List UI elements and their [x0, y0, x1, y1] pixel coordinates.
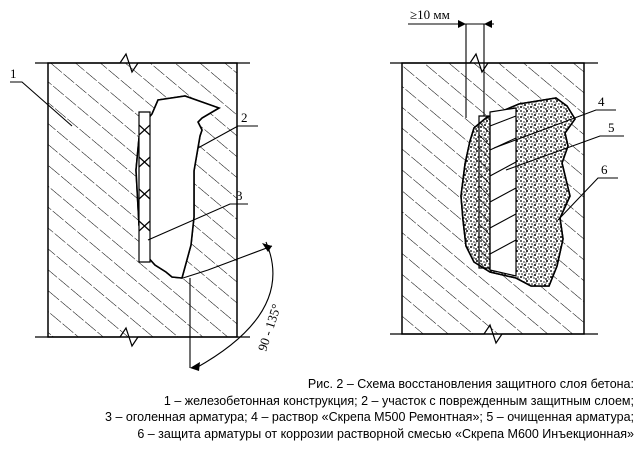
label-6: 6 [601, 162, 608, 177]
dimension-arrow-right [484, 20, 492, 28]
caption-line-3: 6 – защита арматуры от коррозии растворн… [137, 426, 634, 441]
right-repair-mortar [460, 97, 576, 287]
label-1: 1 [10, 66, 17, 81]
dimension-lines [408, 23, 494, 118]
right-structure: ≥10 мм 4 5 6 [390, 7, 624, 345]
leader-5 [505, 135, 624, 171]
dimension-arrow-left [458, 20, 466, 28]
leader-6 [557, 177, 618, 221]
leader-3 [147, 203, 248, 241]
dimension-label: ≥10 мм [410, 7, 450, 22]
figure-caption: Рис. 2 – Схема восстановления защитного … [0, 376, 634, 442]
right-protection-strokes [489, 115, 517, 255]
leader-2 [197, 125, 258, 149]
caption-line-1: 1 – железобетонная конструкция; 2 – учас… [163, 393, 634, 408]
left-break-mark-bottom [35, 326, 250, 348]
label-4: 4 [598, 94, 605, 109]
right-cleaned-rebar [478, 115, 491, 269]
angle-label: 90 - 135° [255, 302, 284, 353]
label-5: 5 [608, 120, 615, 135]
caption-title: Рис. 2 – Схема восстановления защитного … [307, 377, 634, 391]
left-angle-arrow-top [262, 243, 272, 252]
left-structure: 1 2 3 90 - 135° [10, 52, 284, 371]
left-angle-lines [182, 245, 273, 368]
right-break-mark-top [390, 52, 598, 74]
left-damaged-zone-outline [135, 95, 221, 279]
left-angle-arc [195, 241, 274, 369]
left-exposed-rebar-ribs [138, 124, 151, 232]
left-exposed-rebar [138, 111, 151, 263]
label-3: 3 [236, 188, 243, 203]
left-break-mark-top [35, 52, 250, 74]
left-angle-arrow-bottom [190, 362, 200, 371]
right-break-mark-bottom [390, 323, 598, 345]
leader-1 [10, 81, 73, 127]
repair-diagram: 1 2 3 90 - 135° ≥10 мм 4 5 6 [10, 7, 624, 371]
right-rebar-protection-band [489, 107, 517, 277]
leader-4 [493, 109, 616, 149]
caption-line-2: 3 – оголенная арматура; 4 – раствор «Скр… [105, 410, 634, 424]
label-2: 2 [241, 110, 248, 125]
